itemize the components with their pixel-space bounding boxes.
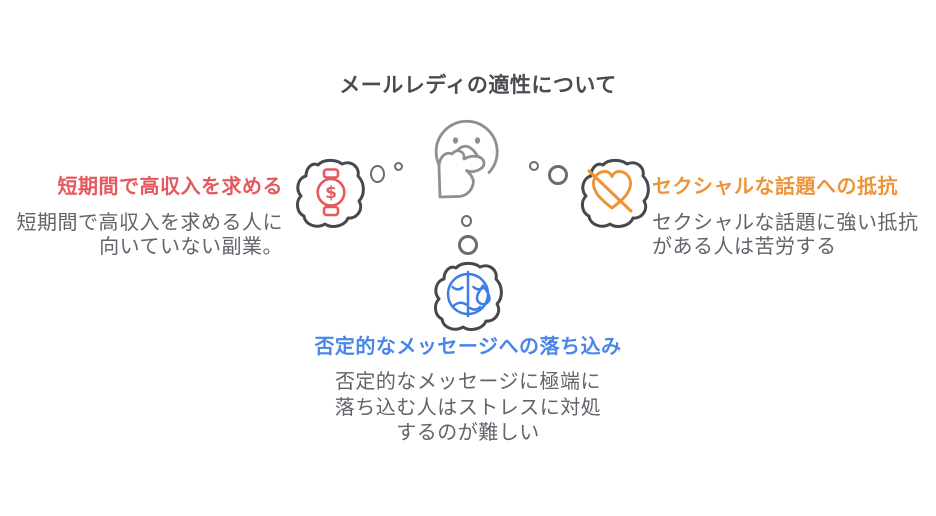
watch-face bbox=[316, 177, 346, 207]
heart-slash-icon bbox=[587, 169, 633, 213]
sad-face-mouth-left bbox=[452, 301, 468, 307]
watch-band-bottom bbox=[322, 205, 340, 217]
thought-bubble-money: $ bbox=[295, 158, 365, 228]
sad-face-left-eye bbox=[451, 285, 464, 291]
thought-bubble-heart bbox=[580, 158, 650, 228]
topic-body-negative-messages: 否定的なメッセージに極端に 落ち込む人はストレスに対処 するのが難しい bbox=[334, 371, 602, 445]
topic-heading-short-term: 短期間で高収入を求める bbox=[57, 176, 283, 198]
bubble-outline bbox=[295, 158, 365, 228]
topic-body-sexual-topics: セクシャルな話題に強い抵抗 がある人は苦労する bbox=[652, 212, 919, 259]
watch-band-top bbox=[322, 168, 340, 179]
topic-sexual-topics: セクシャルな話題への抵抗 セクシャルな話題に強い抵抗 がある人は苦労する bbox=[652, 175, 919, 260]
bubble-outline bbox=[433, 261, 503, 331]
topic-negative-messages: 否定的なメッセージへの落ち込み 否定的なメッセージに極端に 落ち込む人はストレス… bbox=[20, 335, 916, 447]
topic-body-short-term: 短期間で高収入を求める人に 向いていない副業。 bbox=[16, 212, 283, 259]
thought-trail-dot bbox=[458, 235, 478, 255]
page-title: メールレディの適性について bbox=[339, 74, 617, 97]
thought-trail-dot bbox=[548, 165, 568, 185]
topic-heading-sexual-topics: セクシャルな話題への抵抗 bbox=[652, 176, 898, 198]
thought-bubble-sad bbox=[433, 261, 503, 331]
dollar-symbol: $ bbox=[325, 183, 337, 203]
thought-trail-dot bbox=[370, 165, 385, 183]
thinking-face-icon bbox=[434, 119, 499, 199]
sad-face-mouth-right bbox=[468, 305, 482, 311]
topic-short-term: 短期間で高収入を求める 短期間で高収入を求める人に 向いていない副業。 bbox=[17, 175, 284, 260]
dollar-watch-icon: $ bbox=[316, 168, 346, 217]
thought-trail-dot bbox=[529, 161, 539, 171]
face-hand bbox=[437, 149, 486, 199]
bubble-outline bbox=[580, 158, 650, 228]
face-left-eye bbox=[452, 137, 459, 144]
face-head-outline bbox=[434, 119, 499, 175]
heart-outline bbox=[592, 170, 632, 210]
sad-face-tear-icon bbox=[446, 270, 491, 318]
teardrop bbox=[475, 284, 491, 306]
topic-heading-negative-messages: 否定的なメッセージへの落ち込み bbox=[314, 336, 622, 358]
slash-line bbox=[587, 169, 633, 213]
thought-trail-dot bbox=[461, 215, 472, 227]
face-right-eye bbox=[474, 137, 481, 144]
thought-trail-dot bbox=[394, 162, 403, 171]
